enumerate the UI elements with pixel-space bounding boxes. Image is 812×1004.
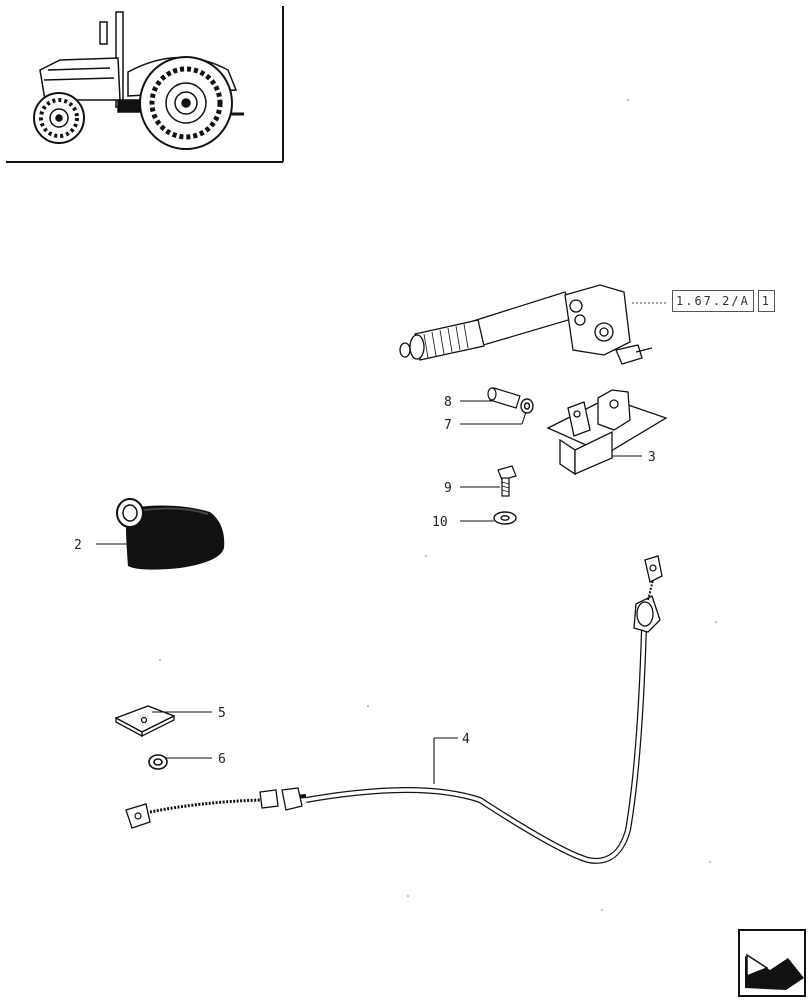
rubber-boot xyxy=(116,498,225,570)
callout-8: 8 xyxy=(444,395,452,410)
mounting-bracket xyxy=(546,389,668,476)
brake-cable xyxy=(125,555,663,864)
pin-part xyxy=(487,387,521,409)
bolt-part xyxy=(497,465,517,497)
clip-part xyxy=(520,398,534,414)
washer-part xyxy=(493,511,517,525)
tractor-icon xyxy=(33,11,244,150)
callout-3: 3 xyxy=(648,450,656,465)
next-page-arrow-icon[interactable] xyxy=(738,929,806,997)
handbrake-lever xyxy=(399,284,653,365)
leader-lines xyxy=(96,302,666,784)
cover-plate xyxy=(114,705,176,738)
callout-5: 5 xyxy=(218,706,226,721)
reference-section-code[interactable]: 1.67.2/A xyxy=(672,290,754,312)
callout-6: 6 xyxy=(218,752,226,767)
callout-labels: 2 3 4 5 6 7 8 9 10 xyxy=(74,395,656,767)
callout-7: 7 xyxy=(444,418,452,433)
section-reference[interactable]: 1.67.2/A 1 xyxy=(672,290,776,312)
scan-specks xyxy=(159,99,717,911)
callout-10: 10 xyxy=(432,515,448,530)
reference-page-number[interactable]: 1 xyxy=(757,290,776,312)
tractor-thumbnail xyxy=(6,6,284,163)
ring-part xyxy=(148,754,168,770)
callout-4: 4 xyxy=(462,732,470,747)
callout-2: 2 xyxy=(74,538,82,553)
callout-9: 9 xyxy=(444,481,452,496)
